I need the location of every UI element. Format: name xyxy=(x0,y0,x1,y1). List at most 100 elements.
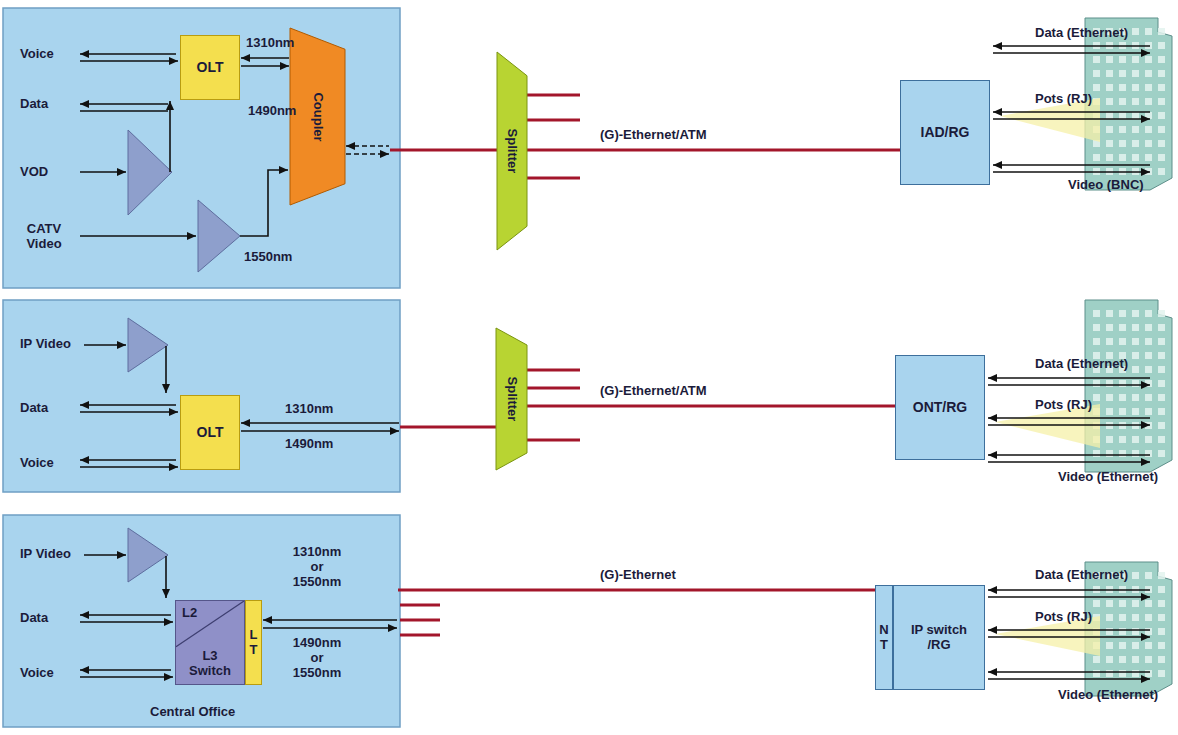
building-window xyxy=(1132,324,1139,331)
building-window xyxy=(1158,56,1165,63)
text-label: 1550nm xyxy=(244,250,292,265)
building-window xyxy=(1145,56,1152,63)
node-label: Splitter xyxy=(504,377,519,422)
arrow xyxy=(988,671,1150,673)
network-terminal: N T xyxy=(875,585,893,690)
text-label: CATV Video xyxy=(20,222,68,252)
building-window xyxy=(1145,656,1152,663)
building-window xyxy=(1106,112,1113,119)
switch-box: L2L3 Switch xyxy=(175,600,245,685)
building-window xyxy=(1132,338,1139,345)
building-window xyxy=(1158,352,1165,359)
building-window xyxy=(1145,112,1152,119)
connector-line xyxy=(241,422,399,424)
arrow xyxy=(80,53,176,55)
building-window xyxy=(1132,380,1139,387)
text-label: 1490nm or 1550nm xyxy=(288,636,346,681)
building-window xyxy=(1093,338,1100,345)
building-window xyxy=(1145,126,1152,133)
building-window xyxy=(1145,310,1152,317)
arrow xyxy=(988,636,1150,638)
building-window xyxy=(1158,628,1165,635)
building-window xyxy=(1145,600,1152,607)
building-window xyxy=(1093,600,1100,607)
text-label: 1310nm or 1550nm xyxy=(288,545,346,590)
building-window xyxy=(1158,70,1165,77)
building-window xyxy=(1158,112,1165,119)
building-window xyxy=(1119,98,1126,105)
building-window xyxy=(1132,670,1139,677)
building-window xyxy=(1119,126,1126,133)
gateway-box: IAD/RG xyxy=(900,80,990,185)
building-window xyxy=(1119,112,1126,119)
building-window xyxy=(1093,324,1100,331)
arrow xyxy=(988,461,1150,463)
fiber-connector xyxy=(400,426,496,429)
building-window xyxy=(1093,380,1100,387)
text-label: Pots (RJ) xyxy=(1035,398,1092,413)
fiber-line xyxy=(527,387,580,390)
building-window xyxy=(1145,408,1152,415)
building-window xyxy=(1119,56,1126,63)
building-window xyxy=(1158,84,1165,91)
arrow xyxy=(993,164,1150,166)
building-window xyxy=(1119,614,1126,621)
connector-label: (G)-Ethernet xyxy=(600,568,676,583)
building-window xyxy=(1093,670,1100,677)
building-window xyxy=(1158,366,1165,373)
connector-label: (G)-Ethernet/ATM xyxy=(600,384,707,399)
arrow xyxy=(988,589,1150,591)
building-window xyxy=(1158,422,1165,429)
building-window xyxy=(1119,656,1126,663)
text-label: Video (Ethernet) xyxy=(1058,688,1158,703)
text-label: Data (Ethernet) xyxy=(1035,26,1128,41)
building-window xyxy=(1158,28,1165,35)
arrow xyxy=(169,101,171,172)
home-arrows xyxy=(988,46,1150,679)
fiber-line xyxy=(527,439,580,442)
building-window xyxy=(1158,98,1165,105)
building-window xyxy=(1119,154,1126,161)
fiber-line xyxy=(400,634,440,637)
olt-box: OLT xyxy=(180,395,240,470)
building-window xyxy=(1093,450,1100,457)
building-window xyxy=(1106,394,1113,401)
building-window xyxy=(1132,70,1139,77)
arrow xyxy=(988,454,1150,456)
amplifier-triangle xyxy=(128,528,168,582)
arrow xyxy=(80,411,178,413)
building-window xyxy=(1119,324,1126,331)
building-window xyxy=(1119,450,1126,457)
connector-line xyxy=(263,627,397,629)
building-window xyxy=(1145,642,1152,649)
arrow xyxy=(165,346,167,393)
building-window xyxy=(1106,98,1113,105)
text-label: Data xyxy=(20,97,48,112)
building-window xyxy=(1119,670,1126,677)
arrow xyxy=(80,669,171,671)
building-window xyxy=(1158,436,1165,443)
building-window xyxy=(1132,352,1139,359)
building-window xyxy=(1106,642,1113,649)
building-window xyxy=(1119,408,1126,415)
building-window xyxy=(1145,450,1152,457)
arrow xyxy=(993,45,1150,47)
building-window xyxy=(1145,70,1152,77)
building-window xyxy=(1132,366,1139,373)
building-window xyxy=(1106,380,1113,387)
building-window xyxy=(1132,614,1139,621)
building-window xyxy=(1119,628,1126,635)
connector-line xyxy=(241,65,289,67)
building-window xyxy=(1132,628,1139,635)
text-label: 1490nm xyxy=(248,104,296,119)
building-window xyxy=(1158,670,1165,677)
node-label: Coupler xyxy=(310,92,325,141)
fiber-connector xyxy=(398,589,875,592)
text-label: Pots (RJ) xyxy=(1035,610,1092,625)
arrow xyxy=(80,676,173,678)
building-window xyxy=(1106,614,1113,621)
fiber-connector xyxy=(527,405,895,408)
amplifiers xyxy=(128,130,240,582)
fiber-line xyxy=(527,94,580,97)
text-label: 1310nm xyxy=(246,36,294,51)
